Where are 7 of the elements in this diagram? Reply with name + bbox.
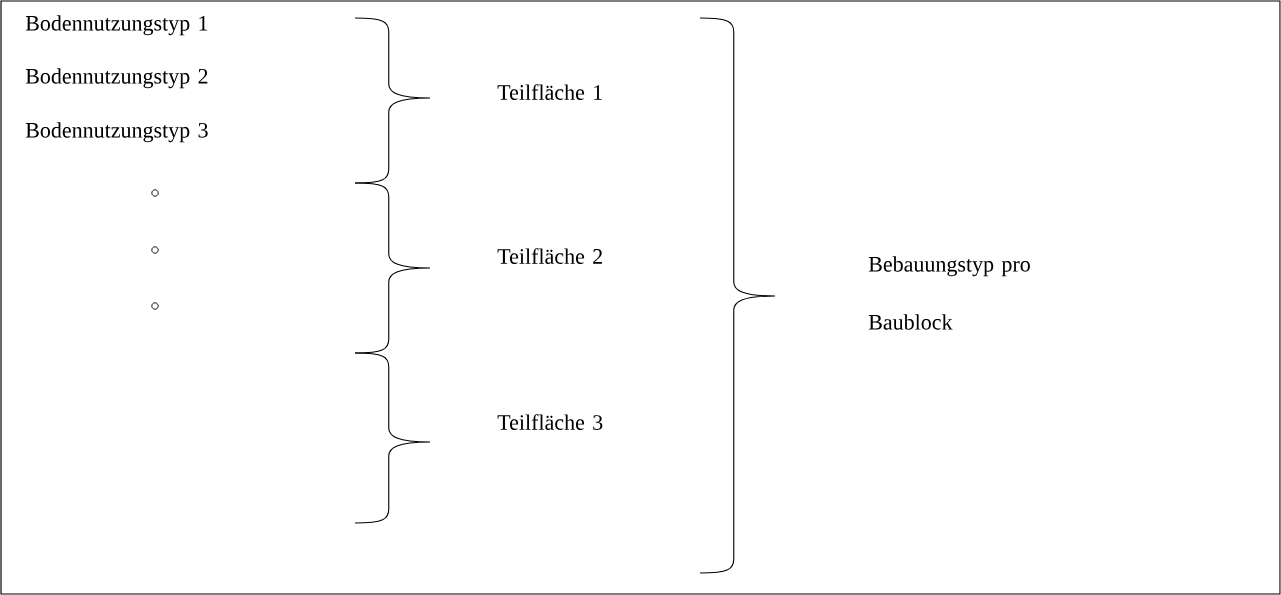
brace-label: Teilfläche 1 <box>497 84 602 100</box>
list-item: Bodennutzungstyp 2 <box>25 68 208 89</box>
list-item: Bodennutzungstyp 3 <box>25 122 208 143</box>
brace-label: Bebauungstyp pro Baublock <box>868 256 1030 330</box>
list-item: Bodennutzungstyp 1 <box>25 15 208 36</box>
brace-label: Teilfläche 2 <box>497 248 602 264</box>
brace-label: Teilfläche 3 <box>497 414 603 430</box>
